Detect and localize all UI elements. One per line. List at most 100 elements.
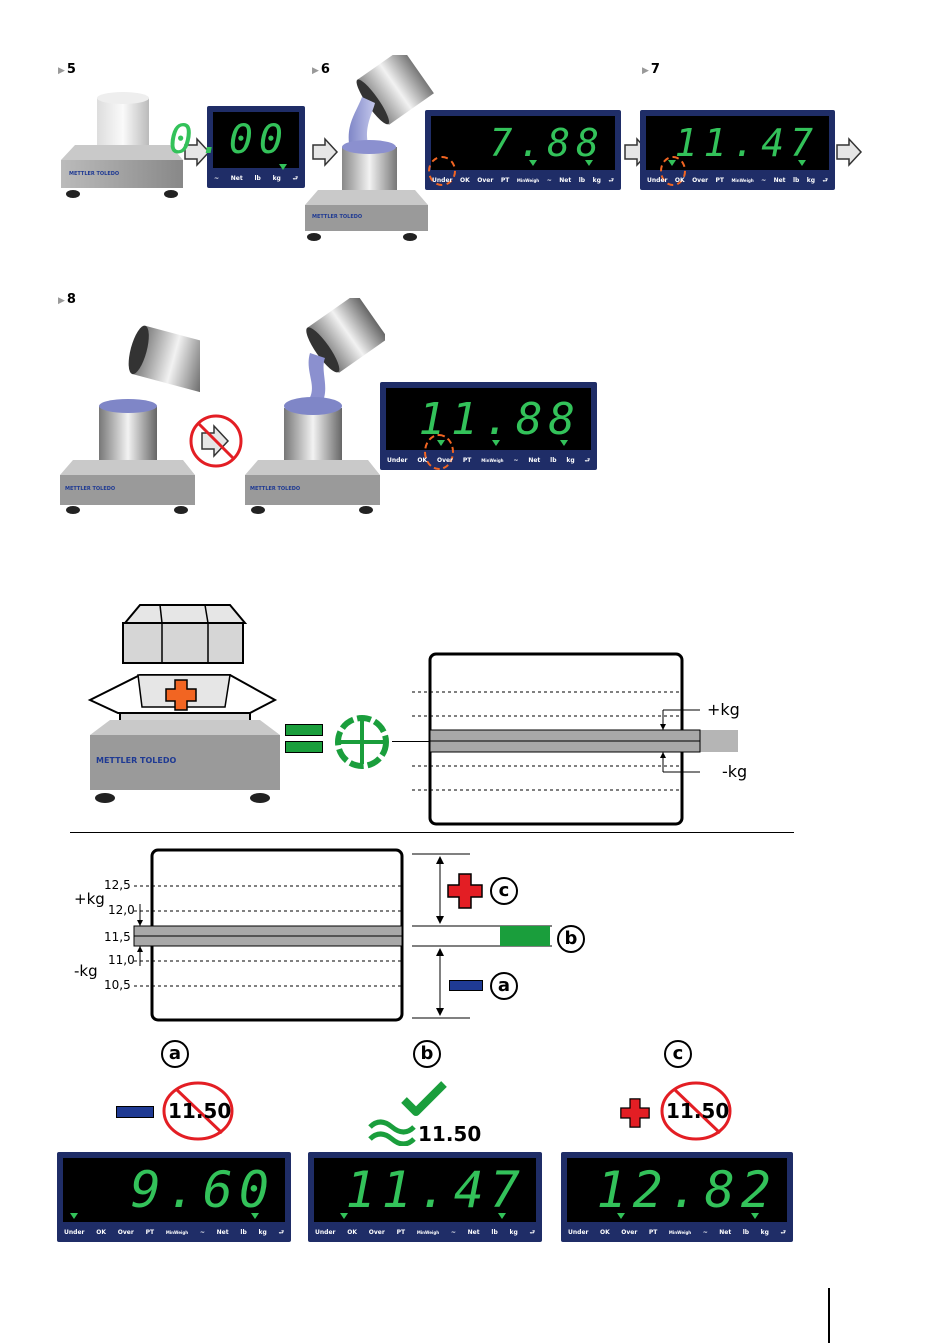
no-continue-icon: [189, 414, 243, 468]
step-5-label: ▶5: [58, 62, 76, 77]
label-b: b: [557, 925, 585, 953]
annunciator-lb: lb: [550, 457, 557, 464]
indicator-kg: [279, 164, 287, 170]
indicator-over: [617, 1213, 625, 1219]
page-margin-line: [828, 1288, 830, 1343]
tick-label-12-5: 12,5: [104, 878, 131, 892]
annunciator-net: Net: [216, 1229, 229, 1236]
annunciator-net: Net: [559, 177, 572, 184]
annunciator-kg: kg: [509, 1229, 518, 1236]
indicator-kg: [560, 440, 568, 446]
scale-overfilled-pouring-illustration: METTLER TOLEDO: [245, 298, 385, 514]
annunciator-under: Under: [387, 457, 408, 464]
tick-label-11-5: 11,5: [104, 930, 131, 944]
plus-icon: [620, 1098, 650, 1128]
target-value-text: 11.50: [168, 1099, 232, 1123]
annunciator-over: Over: [477, 177, 494, 184]
tick-label-10-5: 10,5: [104, 978, 131, 992]
annunciator-ok: OK: [600, 1229, 610, 1236]
display-step6: 7.88 Under OK Over PT MinWeigh ~ Net lb …: [425, 110, 621, 190]
indicator-kg: [498, 1213, 506, 1219]
indicator-ok: [340, 1213, 348, 1219]
ok-highlight-circle: [660, 156, 686, 186]
target-connector-line: [392, 741, 430, 742]
under-highlight-circle: [428, 156, 456, 186]
tick-label-11-0: 11,0: [108, 953, 135, 967]
annunciator-kg: kg: [760, 1229, 769, 1236]
label-c: c: [490, 877, 518, 905]
target-value-text: 11.50: [666, 1099, 730, 1123]
minus-icon: [116, 1106, 154, 1118]
target-value-prohibited-c: 11.50: [658, 1080, 734, 1142]
annunciator-lb: lb: [254, 175, 261, 182]
annunciator-ok: OK: [347, 1229, 357, 1236]
annunciator-under: Under: [432, 177, 453, 184]
annunciator-pt: PT: [648, 1229, 658, 1236]
annunciator-under: Under: [647, 177, 668, 184]
annunciator-pt: PT: [396, 1229, 406, 1236]
display-value: 12.82: [596, 1161, 777, 1219]
indicator-kg: [751, 1213, 759, 1219]
annunciator-lb: lb: [578, 177, 586, 184]
annunciator-kg: kg: [258, 1229, 267, 1236]
brand-text: METTLER TOLEDO: [69, 171, 119, 177]
display-outcome-a: 9.60 Under OK Over PT MinWeigh ~ Net lb …: [57, 1152, 291, 1242]
annunciator-tilde: ~: [761, 177, 767, 184]
annunciator-tilde: ~: [450, 1229, 456, 1236]
annunciator-kg: kg: [566, 457, 575, 464]
display-value: 0.00: [168, 117, 289, 163]
annunciator-net: Net: [719, 1229, 732, 1236]
annunciator-over: Over: [692, 177, 709, 184]
arrow-right-icon: [184, 137, 211, 167]
annunciator-pt: PT: [715, 177, 725, 184]
annunciator-return-icon: ⮐: [608, 176, 614, 184]
tick-label-12-0: 12,0: [108, 903, 135, 917]
prohibited-icon: [660, 1081, 732, 1141]
annunciator-tilde: ~: [214, 175, 220, 182]
annunciator-net: Net: [230, 175, 243, 182]
annunciator-pt: PT: [462, 457, 472, 464]
outcome-label-a: a: [161, 1040, 189, 1068]
display-value: 9.60: [130, 1161, 275, 1219]
annunciator-return-icon: ⮐: [278, 1228, 284, 1236]
annunciator-net: Net: [528, 457, 541, 464]
tolerance-scale-diagram: [133, 848, 552, 1022]
indicator-kg: [251, 1213, 259, 1219]
annunciator-lb: lb: [240, 1229, 247, 1236]
scale-pouring-illustration: METTLER TOLEDO: [305, 55, 434, 241]
plus-icon: [447, 873, 483, 909]
annunciator-over: Over: [621, 1229, 638, 1236]
annunciator-lb: lb: [491, 1229, 498, 1236]
stable-wave-icon: [368, 1119, 416, 1146]
annunciator-return-icon: ⮐: [584, 456, 590, 464]
minus-kg-label: -kg: [722, 762, 748, 781]
indicator-under: [70, 1213, 78, 1219]
annunciator-tilde: ~: [199, 1229, 205, 1236]
display-value: 11.47: [674, 121, 819, 165]
target-value-prohibited-a: 11.50: [160, 1080, 236, 1142]
annunciator-ok: OK: [417, 457, 428, 464]
minus-icon: [449, 980, 483, 991]
indicator-tilde: [529, 160, 537, 166]
scale-with-box-illustration: METTLER TOLEDO: [87, 604, 280, 803]
step-8-label: ▶8: [58, 292, 76, 307]
annunciator-over: Over: [436, 457, 454, 464]
display-step5: 0.00 ~ Net lb kg ⮐: [169, 106, 305, 188]
annunciator-net: Net: [467, 1229, 480, 1236]
target-value-ok: 11.50: [418, 1122, 482, 1146]
target-reticle-icon: [335, 715, 389, 769]
indicator-tilde: [492, 440, 500, 446]
annunciator-lb: lb: [742, 1229, 750, 1236]
step-7-label: ▶7: [642, 62, 660, 77]
indicator-kg: [798, 160, 806, 166]
tolerance-band-diagram: [412, 652, 738, 826]
display-value: 7.88: [489, 121, 605, 165]
brand-text: METTLER TOLEDO: [65, 486, 115, 492]
annunciator-minweigh: MinWeigh: [731, 178, 754, 183]
annunciator-return-icon: ⮐: [529, 1228, 535, 1236]
annunciator-minweigh: MinWeigh: [668, 1230, 692, 1235]
equals-icon: [285, 724, 323, 736]
scale-empty-container-illustration: METTLER TOLEDO: [61, 92, 183, 198]
annunciator-return-icon: ⮐: [780, 1228, 786, 1236]
annunciator-minweigh: MinWeigh: [481, 458, 504, 463]
